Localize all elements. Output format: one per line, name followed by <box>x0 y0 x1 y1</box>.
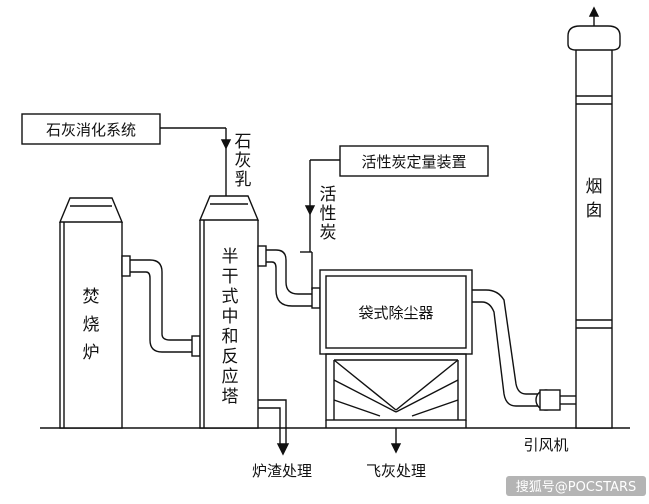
svg-text:和: 和 <box>222 327 239 347</box>
watermark-text: 搜狐号@POCSTARS <box>516 480 637 495</box>
duct-incinerator-to-reactor <box>121 255 201 357</box>
svg-text:焚: 焚 <box>83 287 100 307</box>
svg-text:炭: 炭 <box>320 223 337 243</box>
svg-text:烟: 烟 <box>586 177 603 197</box>
fan-label: 引风机 <box>523 436 568 454</box>
svg-text:烧: 烧 <box>83 315 100 335</box>
reactor-label: 半 干 式 中 和 反 应 塔 <box>222 247 239 407</box>
carbon-dosing-box: 活性炭定量装置 <box>339 145 489 177</box>
svg-text:半: 半 <box>222 247 239 267</box>
svg-text:式: 式 <box>222 287 239 307</box>
chimney-label: 烟 囱 <box>586 177 603 221</box>
lime-milk-label: 石 灰 乳 <box>235 132 252 190</box>
svg-text:石: 石 <box>235 132 252 152</box>
carbon-dosing-label: 活性炭定量装置 <box>361 153 466 171</box>
reactor-tower <box>198 195 260 429</box>
svg-text:中: 中 <box>222 307 239 327</box>
activated-carbon-label: 活 性 炭 <box>320 185 337 243</box>
bag-filter <box>319 269 473 428</box>
svg-text:炉: 炉 <box>83 343 100 363</box>
slag-discharge <box>258 399 290 456</box>
svg-text:应: 应 <box>222 367 239 387</box>
svg-text:乳: 乳 <box>235 170 252 190</box>
induced-draft-fan <box>535 389 576 411</box>
incinerator-unit <box>58 197 124 429</box>
lime-system-box: 石灰消化系统 <box>21 113 161 145</box>
incinerator-label: 焚 烧 炉 <box>83 287 100 363</box>
activated-carbon-line <box>300 159 340 290</box>
slag-label: 炉渣处理 <box>252 462 312 480</box>
duct-filter-to-fan <box>472 289 540 407</box>
svg-text:囱: 囱 <box>586 201 603 221</box>
chimney <box>567 6 621 429</box>
svg-text:活: 活 <box>320 185 337 205</box>
svg-text:性: 性 <box>320 204 337 224</box>
svg-text:塔: 塔 <box>222 387 239 407</box>
duct-reactor-to-filter <box>257 245 321 309</box>
fly-ash-label: 飞灰处理 <box>366 462 426 480</box>
fly-ash-discharge <box>390 428 402 454</box>
svg-text:反: 反 <box>222 347 239 367</box>
svg-text:灰: 灰 <box>235 151 252 171</box>
bag-filter-label: 袋式除尘器 <box>358 304 433 322</box>
watermark: 搜狐号@POCSTARS <box>506 476 646 496</box>
lime-milk-line <box>160 127 232 196</box>
svg-text:干: 干 <box>222 267 239 287</box>
lime-system-label: 石灰消化系统 <box>46 121 136 139</box>
